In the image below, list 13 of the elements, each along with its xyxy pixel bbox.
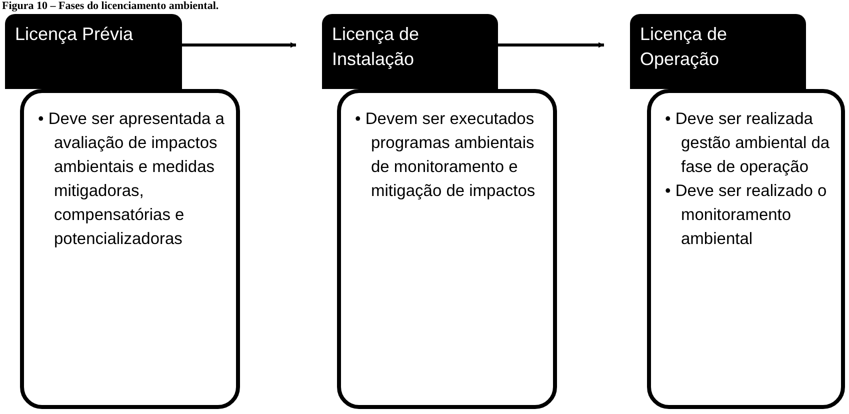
bullet-text: • Devem ser executados programas ambientais de monitoramento e mitigação de impactos bbox=[355, 109, 536, 202]
phase-header: Licença de Operação bbox=[630, 14, 806, 89]
block-arrow bbox=[498, 42, 604, 48]
phase-card bbox=[337, 89, 557, 409]
bullet-text: • Deve ser realizado o monitoramento ambiental bbox=[665, 181, 828, 250]
phase-card bbox=[647, 89, 845, 409]
block-arrow bbox=[182, 42, 296, 48]
phase-header: Licença de Instalação bbox=[322, 14, 498, 89]
bullet-text: • Deve ser apresentada a avaliação de impactos ambientais e medidas mitigadoras, compensatórias e potencializadoras bbox=[38, 109, 226, 250]
phase-header: Licença Prévia bbox=[5, 14, 182, 89]
phase-card bbox=[20, 89, 240, 409]
figure-title: Figura 10 – Fases do licenciamento ambiental. bbox=[2, 0, 219, 13]
bullet-text: • Deve ser realizada gestão ambiental da fase de operação bbox=[665, 109, 831, 178]
